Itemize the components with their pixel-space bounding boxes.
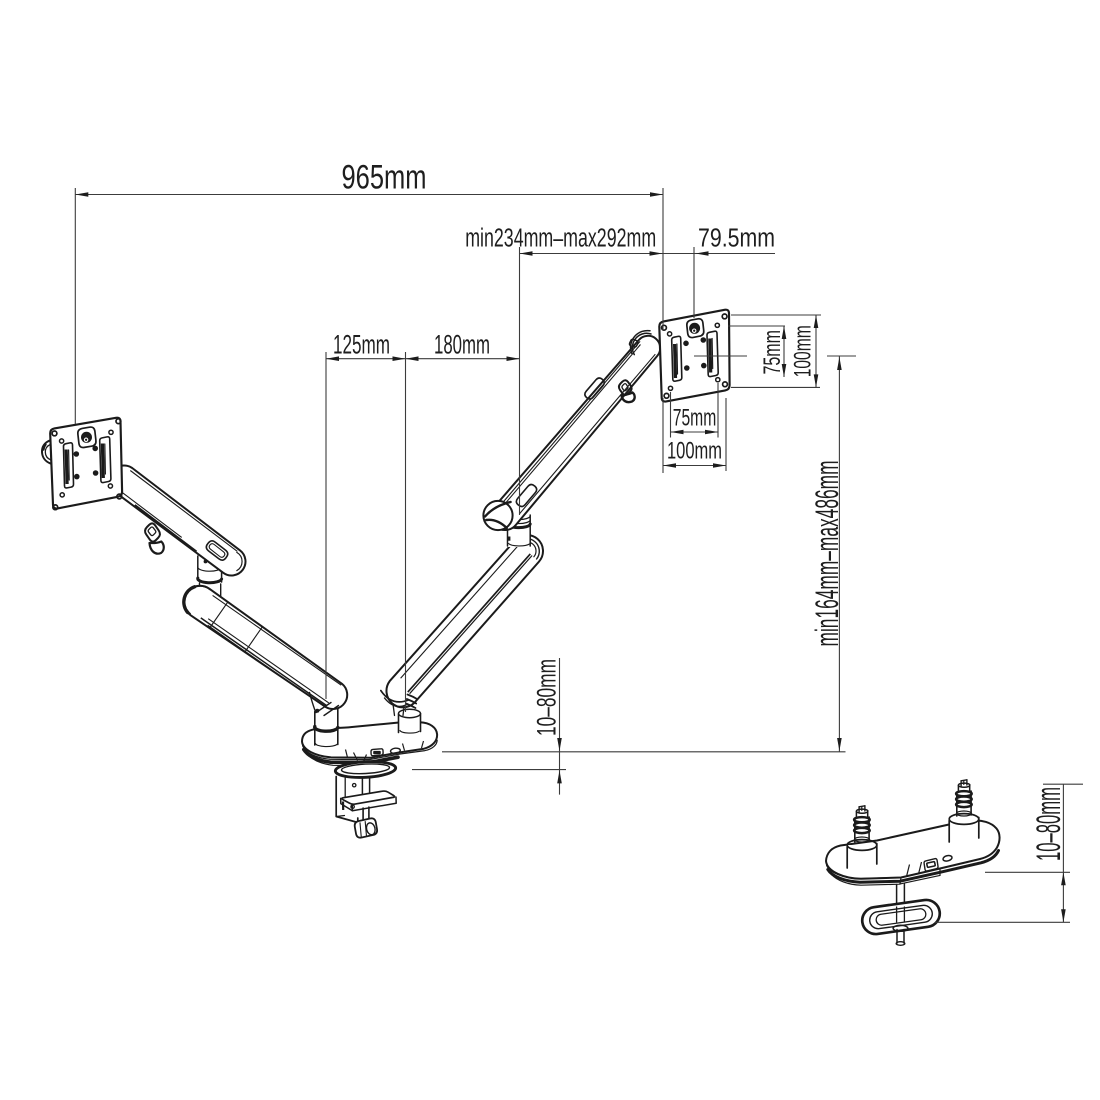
svg-text:10–80mm: 10–80mm	[1030, 787, 1068, 861]
svg-text:min164mm–max486mm: min164mm–max486mm	[809, 461, 845, 647]
svg-text:100mm: 100mm	[790, 325, 817, 377]
svg-text:965mm: 965mm	[342, 159, 427, 197]
svg-text:180mm: 180mm	[434, 330, 490, 360]
svg-text:min234mm–max292mm: min234mm–max292mm	[465, 224, 656, 252]
svg-text:10–80mm: 10–80mm	[532, 659, 562, 736]
svg-text:75mm: 75mm	[673, 404, 717, 431]
svg-text:125mm: 125mm	[333, 330, 390, 360]
svg-text:75mm: 75mm	[759, 330, 786, 375]
svg-text:79.5mm: 79.5mm	[698, 224, 775, 252]
svg-text:100mm: 100mm	[667, 438, 722, 465]
